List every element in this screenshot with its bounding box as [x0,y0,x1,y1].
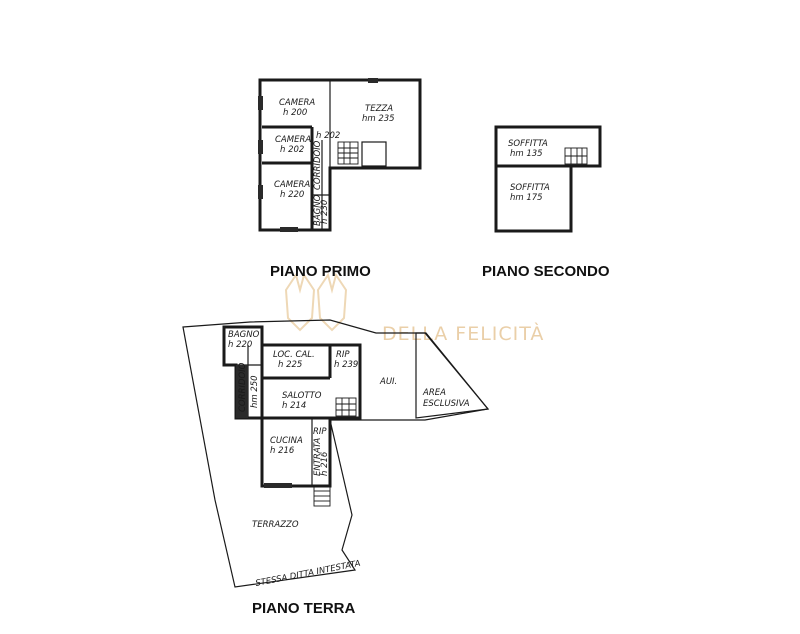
primo-camera3-height: h 220 [280,190,304,200]
heading-piano-primo: PIANO PRIMO [270,263,371,280]
primo-bagno-height: h 230 [320,200,330,224]
terra-corridoio-height: hm 250 [250,375,260,408]
secondo-soffitta1-label: SOFFITTA [508,139,548,149]
primo-tezza-height: hm 235 [362,114,395,124]
terra-loc-cal-height: h 225 [278,360,302,370]
terra-entrata-height: h 216 [320,451,330,476]
terra-cucina-height: h 216 [270,446,295,456]
terra-rip1-height: h 239 [334,360,358,370]
secondo-soffitta2-height: hm 175 [510,193,543,203]
terra-entrata-label: ENTRATA [313,438,323,476]
primo-tezza-label: TEZZA [365,104,393,114]
stairs-icon [337,141,359,165]
primo-camera2-label: CAMERA [275,135,311,145]
primo-corridoio-label: CORRIDOIO [313,140,323,190]
primo-corridoio-height: h 202 [316,131,340,141]
secondo-soffitta2-label: SOFFITTA [510,183,550,193]
primo-bagno-label: BAGNO [313,194,323,226]
heading-piano-terra: PIANO TERRA [252,600,356,617]
piano-secondo-plan: SOFFITTA hm 135 SOFFITTA hm 175 [494,125,602,233]
terra-rip2-label: RIP [313,427,327,437]
terra-terrazzo-label: TERRAZZO [252,520,299,530]
secondo-soffitta1-height: hm 135 [510,149,543,159]
piano-terra-plan: BAGNO h 220 LOC. CAL. h 225 RIP h 239 CO… [182,319,490,589]
stairs-icon [335,397,357,417]
terra-rip1-label: RIP [336,350,350,360]
primo-camera1-label: CAMERA [279,98,315,108]
primo-camera2-height: h 202 [280,145,304,155]
terra-area-label-1: AREA [422,388,446,398]
watermark: DELLA FELICITÀ [284,272,544,345]
terra-bagno-height: h 220 [228,340,252,350]
terra-salotto-height: h 214 [282,401,306,411]
watermark-text: DELLA FELICITÀ [382,322,544,345]
watermark-logo-icon [284,272,348,332]
heading-piano-secondo: PIANO SECONDO [482,263,610,280]
terra-salotto-label: SALOTTO [282,391,322,401]
terra-cucina-label: CUCINA [270,436,303,446]
terra-stessa-ditta-label: STESSA DITTA INTESTATA [255,559,362,589]
primo-camera3-label: CAMERA [274,180,310,190]
stairs-icon [564,147,588,165]
terra-aul-label: AUI. [379,377,397,387]
primo-camera1-height: h 200 [283,108,307,118]
piano-primo-plan: CAMERA h 200 CAMERA h 202 CAMERA h 220 T… [258,78,422,232]
terra-bagno-label: BAGNO [228,330,260,340]
terra-area-label-2: ESCLUSIVA [423,399,470,409]
stairs-icon [313,485,331,507]
terra-corridoio-label: CORRIDOIO [238,362,248,412]
terra-loc-cal-label: LOC. CAL. [273,350,315,360]
